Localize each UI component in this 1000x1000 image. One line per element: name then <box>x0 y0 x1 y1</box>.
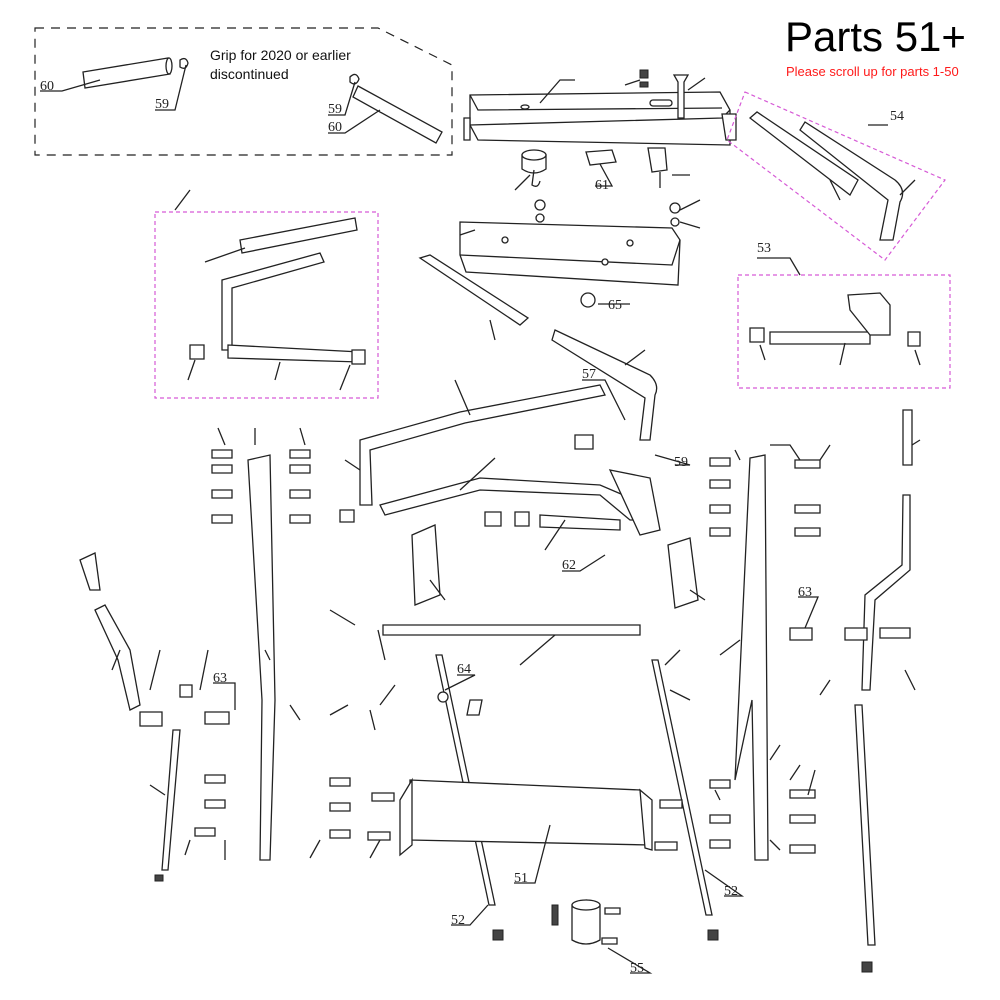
callout-label-63: 63 <box>798 585 812 600</box>
scroll-up-note: Please scroll up for parts 1-50 <box>786 64 959 79</box>
grip-tube-right <box>349 73 443 144</box>
callout-label-59: 59 <box>155 97 169 112</box>
right-side-plate <box>734 454 769 861</box>
callout-label-59: 59 <box>328 102 342 117</box>
left-lever <box>79 552 141 711</box>
callout-label-53: 53 <box>757 241 771 256</box>
callout-box-54 <box>726 91 946 261</box>
cross-rod <box>382 624 641 636</box>
callout-label-63: 63 <box>213 671 227 686</box>
upper-tube <box>463 91 737 146</box>
discontinued-inset-box <box>34 27 453 156</box>
top-knob <box>672 74 690 119</box>
bolts-right <box>709 457 821 854</box>
callout-label-55: 55 <box>630 961 644 976</box>
washer-65 <box>580 292 596 308</box>
base-plate <box>367 777 683 857</box>
grip-tube-left <box>82 57 189 89</box>
callout-label-52: 52 <box>724 884 738 899</box>
callout-box-53 <box>737 274 951 389</box>
lower-bracket <box>459 221 681 286</box>
callout-label-65: 65 <box>608 298 622 313</box>
rod-52-right <box>651 659 713 916</box>
callout-label-52: 52 <box>451 913 465 928</box>
handle-frame <box>339 254 699 609</box>
callout-label-62: 62 <box>562 558 576 573</box>
discontinued-grip-note: Grip for 2020 or earlier discontinued <box>210 47 351 82</box>
bolts-left <box>194 449 351 839</box>
callout-label-59: 59 <box>674 455 688 470</box>
callout-box-grip <box>154 211 379 399</box>
callout-label-64: 64 <box>457 662 471 677</box>
right-lever <box>861 409 913 691</box>
callout-label-60: 60 <box>328 120 342 135</box>
pivot-parts <box>521 147 681 227</box>
callout-label-57: 57 <box>582 367 596 382</box>
part-55 <box>551 899 621 945</box>
left-side-plate <box>247 454 276 861</box>
callout-label-61: 61 <box>595 178 609 193</box>
callout-label-60: 60 <box>40 79 54 94</box>
page-title: Parts 51+ <box>785 13 966 60</box>
callout-label-51: 51 <box>514 871 528 886</box>
callout-label-54: 54 <box>890 109 904 124</box>
